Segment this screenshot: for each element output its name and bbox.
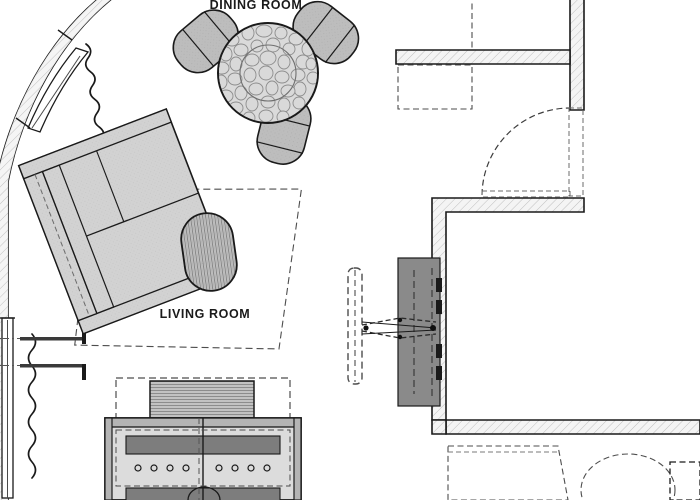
door-jamb-dashed xyxy=(568,107,584,197)
living-room-label: LIVING ROOM xyxy=(160,307,251,321)
ottoman xyxy=(180,212,238,292)
area-rug xyxy=(74,188,303,350)
toilet-tank xyxy=(669,461,700,500)
console-sink-or-bowl xyxy=(187,486,221,500)
wall-stubs-left xyxy=(0,328,86,380)
wall-horizontal-upper xyxy=(395,49,571,65)
ottoman-body xyxy=(180,212,238,292)
built-in-media-unit xyxy=(104,377,302,500)
console-knob-row xyxy=(134,464,271,472)
arm-pivot-mid-lower xyxy=(397,334,403,340)
door-leaf-open xyxy=(481,190,571,198)
tv-wall-plate-brackets xyxy=(436,278,442,380)
arm-rail-a xyxy=(361,321,437,329)
window-opening-lower xyxy=(0,317,15,499)
mirror-or-panel xyxy=(149,380,255,422)
rug-outline-dashed xyxy=(74,188,303,350)
sofa-seat-divider xyxy=(86,192,199,237)
arm-pivot-wall xyxy=(430,325,436,331)
wall-horizontal-lower xyxy=(445,419,700,435)
console-side-right xyxy=(293,417,302,500)
tv-articulating-arm xyxy=(361,317,437,340)
dining-room-label: DINING ROOM xyxy=(210,0,303,12)
wall-assembly-right xyxy=(395,0,700,435)
arm-rail-b xyxy=(361,329,437,335)
armchair-seam-a xyxy=(302,7,334,46)
armchair-seam-b xyxy=(324,24,356,63)
table-inner-ring xyxy=(239,44,297,102)
sectional-sofa xyxy=(17,108,232,335)
window-jamb-bottom xyxy=(15,117,31,129)
arm-pivot-mid-upper xyxy=(397,317,403,323)
sofa-arm-top xyxy=(17,108,173,180)
curved-wall-outer-line xyxy=(7,0,112,500)
console-inner-dashed xyxy=(115,429,291,487)
swing-door-upper-right xyxy=(481,107,584,198)
sofa-cushion-seam-upper xyxy=(96,150,125,222)
wall-stub-lower-end xyxy=(82,364,86,380)
arm-pivot-outer xyxy=(363,325,369,331)
armchair-seam-b xyxy=(256,141,304,154)
door-swing-arc xyxy=(481,107,570,196)
tv-swing-position-extended xyxy=(347,267,363,385)
curved-exterior-wall xyxy=(0,0,112,500)
sofa-back-seam xyxy=(34,174,90,317)
console-side-left xyxy=(104,417,113,500)
window-mullion xyxy=(31,55,81,129)
wall-corner-center-right xyxy=(431,197,585,421)
tv-panel-ghost xyxy=(347,267,363,385)
closet-shelf-upper xyxy=(397,64,473,110)
window-opening-upper xyxy=(27,47,90,133)
wall-mounted-tv xyxy=(347,257,442,407)
window-jamb-top xyxy=(57,29,73,41)
wall-stub-upper-end xyxy=(82,328,86,344)
curtain-squiggle-lower xyxy=(27,333,37,479)
wall-stub-lower xyxy=(20,364,86,368)
wall-corner-lower-left-stub xyxy=(431,419,447,435)
toilet-fixture xyxy=(580,453,676,500)
wall-stub-upper xyxy=(20,337,86,341)
lower-right-fixtures xyxy=(447,445,700,500)
wall-vertical-upper-right xyxy=(569,0,585,111)
armchair-seam-a xyxy=(182,29,214,67)
